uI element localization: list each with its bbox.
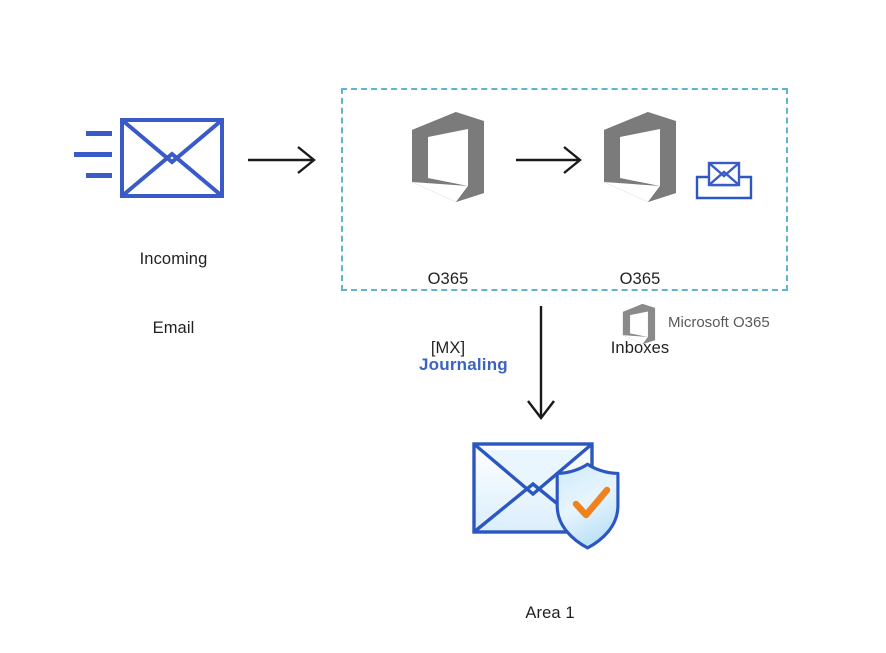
node-o365-inboxes: O365 Inboxes <box>598 110 682 357</box>
arrow-mx-to-inboxes <box>516 143 586 177</box>
node-label-area1: Area 1 email security <box>525 604 575 622</box>
envelope-with-shield-check-icon <box>472 442 620 550</box>
o365-boundary-zone <box>341 88 788 291</box>
node-label-incoming-email: Incoming Email <box>139 250 208 337</box>
arrow-journaling-down <box>524 306 560 424</box>
node-area1-email-security: Area 1 email security <box>468 432 633 622</box>
legend-microsoft-o365: Microsoft O365 <box>620 303 770 345</box>
node-o365-mx: O365 [MX] <box>406 110 490 357</box>
office-365-logo-icon <box>412 112 484 202</box>
edge-label-journaling: Journaling <box>419 355 508 374</box>
inbox-tray-envelope-icon <box>694 159 754 201</box>
arrow-incoming-to-mx <box>248 143 320 177</box>
office-365-logo-icon <box>604 112 676 202</box>
legend-label: Microsoft O365 <box>668 314 770 331</box>
office-365-logo-icon <box>622 303 656 345</box>
envelope-with-motion-lines-icon <box>74 118 224 198</box>
node-incoming-email: Incoming Email <box>74 118 224 337</box>
node-label-o365-mx: O365 [MX] <box>427 270 469 357</box>
node-label-o365-inboxes: O365 Inboxes <box>610 270 670 357</box>
